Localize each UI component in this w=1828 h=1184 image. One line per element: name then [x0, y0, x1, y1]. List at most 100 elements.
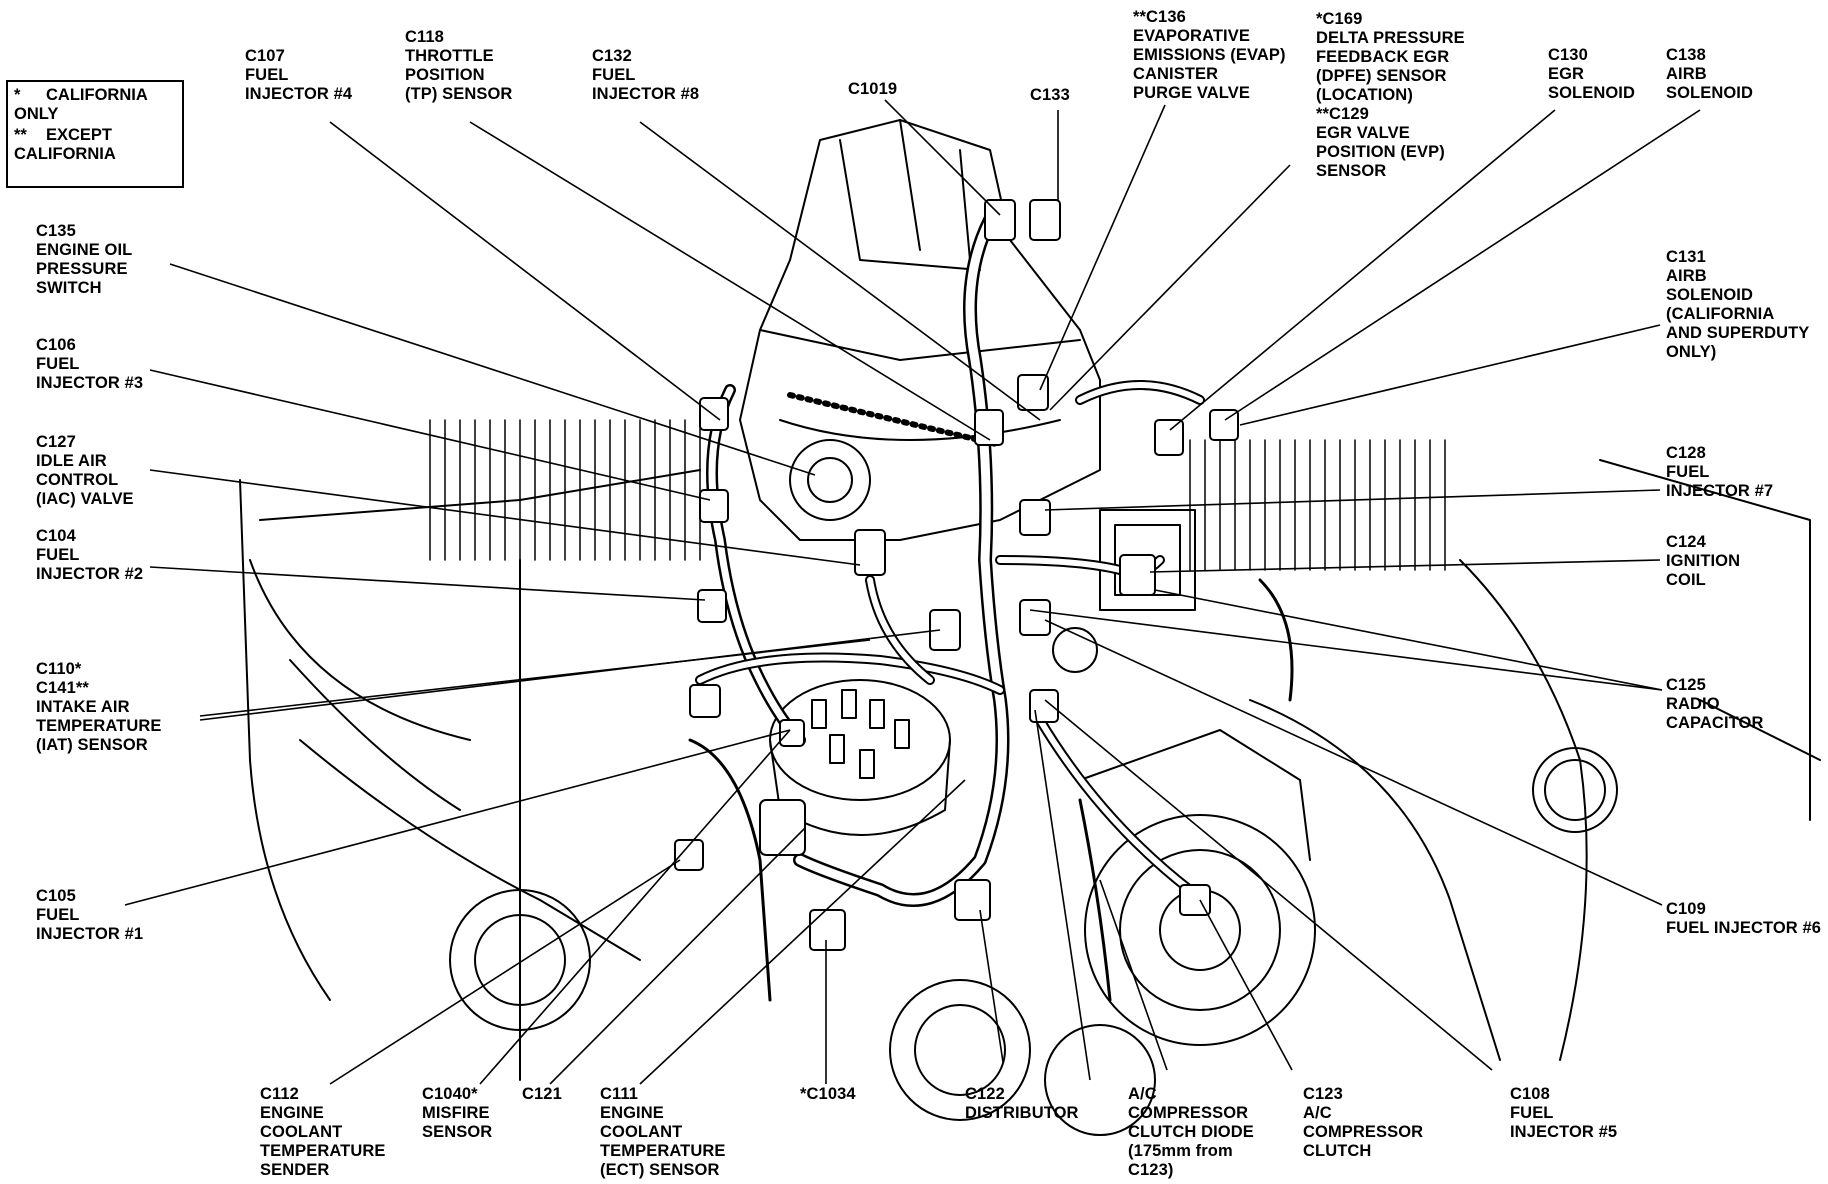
- leader-c108: [1044, 699, 1493, 1071]
- label-c1040: C1040* MISFIRE SENSOR: [422, 1085, 493, 1141]
- crank-pulley: [889, 979, 1031, 1121]
- connector-c124: [1119, 554, 1156, 596]
- leader-c118: [469, 121, 991, 441]
- connector-c128: [1019, 499, 1051, 536]
- connector-c112: [674, 839, 704, 871]
- leader-c122: [979, 909, 1004, 1063]
- connector-c105: [779, 719, 805, 747]
- leader-c138: [1224, 109, 1701, 421]
- alternator: [449, 889, 591, 1031]
- connector-c1034: [759, 799, 806, 856]
- legend-text: EXCEPT CALIFORNIA: [14, 126, 116, 163]
- label-c132: C132 FUEL INJECTOR #8: [592, 47, 700, 103]
- connector-c122: [954, 879, 991, 921]
- connectors: [674, 199, 1239, 951]
- leader-c130: [1169, 109, 1556, 431]
- label-c124: C124 IGNITION COIL: [1666, 533, 1741, 589]
- leader-acdiode: [1099, 879, 1168, 1071]
- fender-line: [259, 469, 701, 521]
- label-c169: *C169 DELTA PRESSURE FEEDBACK EGR (DPFE)…: [1316, 10, 1465, 180]
- label-acdiode: A/C COMPRESSOR CLUTCH DIODE (175mm from …: [1128, 1085, 1254, 1179]
- leader-c135: [169, 263, 816, 476]
- legend-row-except-california: **EXCEPT CALIFORNIA: [14, 126, 116, 164]
- leader-c127: [149, 469, 861, 566]
- label-c125: C125 RADIO CAPACITOR: [1666, 676, 1764, 732]
- label-c118: C118 THROTTLE POSITION (TP) SENSOR: [405, 28, 513, 103]
- label-c110: C110* C141** INTAKE AIR TEMPERATURE (IAT…: [36, 660, 162, 754]
- leader-c1040: [479, 729, 791, 1085]
- connector-c131: [1209, 409, 1239, 441]
- label-c131: C131 AIRB SOLENOID (CALIFORNIA AND SUPER…: [1666, 248, 1810, 361]
- leader-c169: [1049, 164, 1291, 411]
- label-c104: C104 FUEL INJECTOR #2: [36, 527, 144, 583]
- label-c107: C107 FUEL INJECTOR #4: [245, 47, 353, 103]
- valve-cover-ribs: [787, 392, 1003, 448]
- leader-c105: [124, 729, 791, 906]
- label-c108: C108 FUEL INJECTOR #5: [1510, 1085, 1618, 1141]
- legend-mark: *: [14, 86, 21, 104]
- label-c130: C130 EGR SOLENOID: [1548, 46, 1635, 102]
- connector-c1019: [984, 199, 1016, 241]
- wiring-harness: [695, 213, 1205, 907]
- label-c106: C106 FUEL INJECTOR #3: [36, 336, 144, 392]
- legend-text: CALIFORNIA ONLY: [14, 86, 148, 123]
- label-c133: C133: [1030, 86, 1070, 104]
- connector-c127: [699, 489, 729, 523]
- connector-c109: [1029, 689, 1059, 723]
- connector-c133: [1029, 199, 1061, 241]
- leader-c109: [1044, 619, 1663, 906]
- connector-c130: [1154, 419, 1184, 456]
- leader-c106: [149, 369, 711, 501]
- label-c1034: *C1034: [800, 1085, 856, 1103]
- leader-c104: [149, 566, 706, 601]
- label-c128: C128 FUEL INJECTOR #7: [1666, 444, 1774, 500]
- connector-c106: [699, 397, 729, 431]
- leader-c125: [1029, 609, 1663, 691]
- oil-fill-cap: [1532, 747, 1618, 833]
- label-c112: C112 ENGINE COOLANT TEMPERATURE SENDER: [260, 1085, 386, 1179]
- connector-c1034-plug: [809, 909, 846, 951]
- label-c105: C105 FUEL INJECTOR #1: [36, 887, 144, 943]
- leader-lines: [124, 99, 1701, 1085]
- ac-compressor: [1084, 814, 1316, 1046]
- radiator-fins-right: [1189, 439, 1446, 571]
- leader-c136: [1039, 104, 1166, 391]
- radiator-fins-left: [429, 419, 701, 561]
- label-c122: C122 DISTRIBUTOR: [965, 1085, 1079, 1122]
- label-c111: C111 ENGINE COOLANT TEMPERATURE (ECT) SE…: [600, 1085, 726, 1179]
- legend-mark: **: [14, 126, 27, 144]
- label-c127: C127 IDLE AIR CONTROL (IAC) VALVE: [36, 433, 134, 508]
- ignition-coil: [1099, 509, 1196, 611]
- leader-c132: [639, 121, 1041, 421]
- legend-row-california: *CALIFORNIA ONLY: [14, 86, 148, 124]
- leader-c112: [329, 859, 681, 1085]
- legend-box: *CALIFORNIA ONLY **EXCEPT CALIFORNIA: [6, 80, 184, 188]
- label-c136: **C136 EVAPORATIVE EMISSIONS (EVAP) CANI…: [1133, 8, 1286, 102]
- label-c123: C123 A/C COMPRESSOR CLUTCH: [1303, 1085, 1424, 1160]
- label-c121: C121: [522, 1085, 562, 1103]
- egr-valve: [1052, 627, 1098, 673]
- connector-c127-iac: [854, 529, 886, 576]
- label-c1019: C1019: [848, 80, 898, 98]
- connector-c110: [689, 684, 721, 718]
- leader-c131: [1239, 324, 1661, 426]
- leader-c111: [639, 779, 966, 1085]
- engine-block: [739, 119, 1101, 541]
- connector-c123: [1179, 884, 1211, 916]
- label-c138: C138 AIRB SOLENOID: [1666, 46, 1753, 102]
- connector-c118: [929, 609, 961, 651]
- leader-c1019: [884, 99, 1001, 216]
- leader-c124: [1149, 559, 1661, 573]
- leader-c121: [549, 827, 806, 1085]
- throttle-body: [789, 439, 871, 521]
- leader-c128: [1044, 489, 1661, 511]
- label-c109: C109 FUEL INJECTOR #6: [1666, 900, 1822, 937]
- leader-c107: [329, 121, 721, 421]
- connector-c104: [697, 589, 727, 623]
- leader-c123: [1199, 899, 1293, 1071]
- connector-c136: [1017, 374, 1049, 411]
- connector-c125: [1019, 599, 1051, 636]
- label-c135: C135 ENGINE OIL PRESSURE SWITCH: [36, 222, 133, 297]
